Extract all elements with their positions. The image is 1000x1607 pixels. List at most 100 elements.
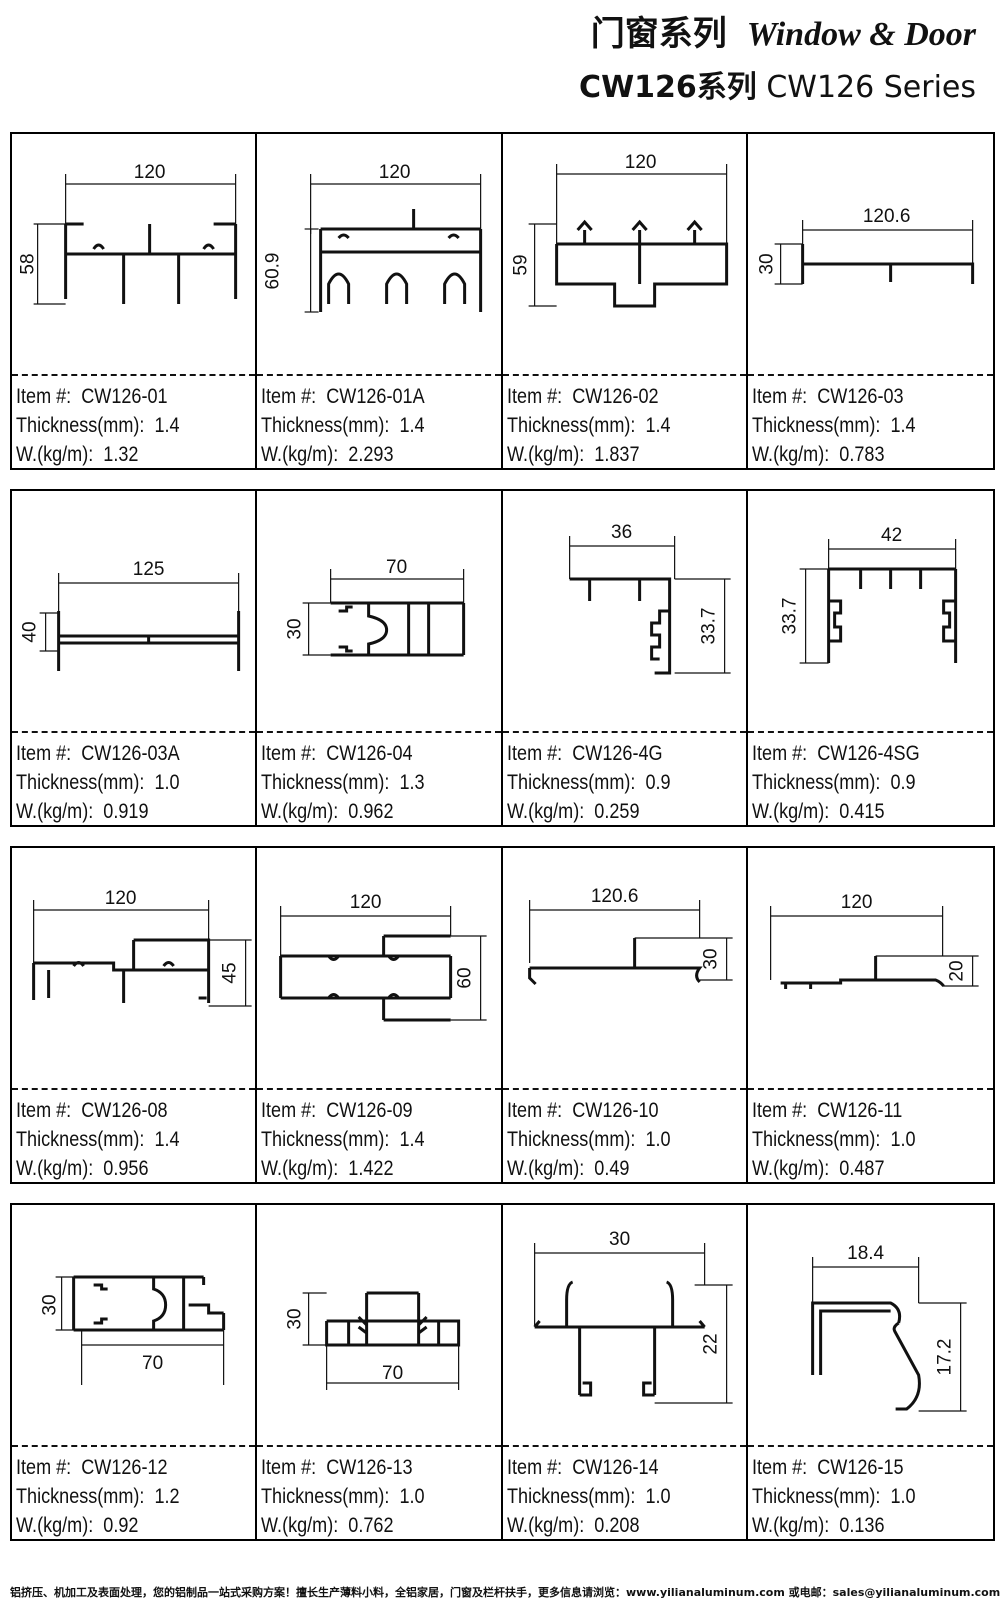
thickness-label: Thickness(mm): [506,1128,635,1151]
thickness-label: Thickness(mm): [261,1485,390,1508]
profile-card: 120 60 Item #: CW126-09 Thickness(mm): 1… [257,848,503,1183]
item-id: CW126-03 [817,385,904,408]
title-en: Window & Door [746,16,976,53]
dim-width: 70 [382,1363,403,1384]
thickness-value: 1.4 [154,414,180,437]
profile-card: 70 30 Item #: CW126-13 Thickness(mm): 1.… [257,1205,503,1539]
item-label: Item #: [16,1099,72,1122]
profile-info: Item #: CW126-03 Thickness(mm): 1.4 W.(k… [752,382,956,469]
profile-drawing: 120 59 [503,134,746,374]
dim-height: 33.7 [779,598,800,635]
weight-label: W.(kg/m): [261,1514,339,1537]
item-label: Item #: [506,385,562,408]
profile-row-4: 70 30 Item #: CW126-12 Thickness(mm): 1.… [10,1203,995,1541]
thickness-value: 1.0 [890,1485,916,1508]
profile-drawing: 120 20 [748,848,993,1088]
item-id: CW126-08 [81,1099,168,1122]
weight-value: 0.919 [103,800,149,823]
thickness-label: Thickness(mm): [506,414,635,437]
weight-value: 1.32 [103,443,139,466]
weight-value: 0.415 [839,800,885,823]
dim-width: 30 [609,1229,630,1250]
profile-row-3: 120 45 Item #: CW126-08 Thickness(mm): 1… [10,846,995,1184]
item-label: Item #: [751,1456,807,1479]
profile-drawing: 70 30 [12,1205,255,1445]
profile-drawing: 120 45 [12,848,255,1088]
weight-label: W.(kg/m): [751,1157,830,1180]
profile-info: Item #: CW126-10 Thickness(mm): 1.0 W.(k… [507,1096,709,1183]
thickness-label: Thickness(mm): [16,1128,145,1151]
item-label: Item #: [16,1456,72,1479]
profile-drawing: 120.6 30 [748,134,993,374]
item-label: Item #: [506,1099,562,1122]
thickness-value: 1.4 [154,1128,180,1151]
dim-width: 70 [386,557,407,578]
item-id: CW126-04 [326,742,413,765]
profile-card: 120 45 Item #: CW126-08 Thickness(mm): 1… [12,848,258,1183]
profile-drawing: 18.4 17.2 [748,1205,993,1445]
item-id: CW126-01A [326,385,425,408]
dim-height: 30 [700,948,721,969]
dim-height: 33.7 [698,608,719,645]
item-label: Item #: [261,1456,317,1479]
profile-card: 120 60.9 Item #: CW126-01A Thickness(mm)… [257,134,503,469]
weight-value: 0.208 [593,1514,639,1537]
profile-info: Item #: CW126-01 Thickness(mm): 1.4 W.(k… [16,382,218,469]
thickness-value: 1.0 [644,1485,671,1508]
profile-info: Item #: CW126-01A Thickness(mm): 1.4 W.(… [261,382,463,469]
thickness-label: Thickness(mm): [751,414,881,437]
dim-height: 45 [220,962,241,983]
series-title: CW126系列 CW126 Series [579,62,976,105]
thickness-value: 0.9 [644,771,671,794]
dim-height: 30 [756,253,777,274]
weight-label: W.(kg/m): [261,1157,339,1180]
profile-card: 70 30 Item #: CW126-12 Thickness(mm): 1.… [12,1205,258,1539]
item-id: CW126-02 [571,385,659,408]
weight-label: W.(kg/m): [16,443,94,466]
thickness-value: 1.4 [890,414,916,437]
dim-width: 120 [841,892,873,913]
dim-height: 60 [455,967,476,988]
thickness-value: 1.4 [644,414,671,437]
dim-height: 60.9 [263,253,284,290]
weight-value: 0.136 [839,1514,885,1537]
dim-height: 20 [946,960,967,981]
item-label: Item #: [751,742,807,765]
item-label: Item #: [16,385,72,408]
profile-info: Item #: CW126-08 Thickness(mm): 1.4 W.(k… [16,1096,218,1183]
dim-width: 125 [133,559,165,580]
weight-label: W.(kg/m): [751,800,830,823]
dim-width: 70 [142,1353,163,1374]
dim-width: 120 [134,162,166,183]
thickness-value: 0.9 [890,771,916,794]
profile-info: Item #: CW126-09 Thickness(mm): 1.4 W.(k… [261,1096,463,1183]
profile-drawing: 120 60 [257,848,500,1088]
item-label: Item #: [751,1099,807,1122]
profile-drawing: 120 60.9 [257,134,500,374]
weight-label: W.(kg/m): [751,443,830,466]
weight-label: W.(kg/m): [506,443,584,466]
weight-label: W.(kg/m): [506,800,584,823]
item-id: CW126-4G [571,742,663,765]
thickness-label: Thickness(mm): [506,771,635,794]
weight-value: 0.49 [593,1157,629,1180]
profile-drawing: 120.6 30 [503,848,746,1088]
dim-width: 42 [881,525,902,546]
item-label: Item #: [751,385,807,408]
dim-width: 120 [624,152,656,173]
item-id: CW126-15 [817,1456,904,1479]
weight-value: 2.293 [348,443,394,466]
item-id: CW126-12 [81,1456,168,1479]
dim-width: 120 [105,888,137,909]
item-label: Item #: [261,742,317,765]
profile-info: Item #: CW126-14 Thickness(mm): 1.0 W.(k… [507,1453,709,1540]
profile-card: 18.4 17.2 Item #: CW126-15 Thickness(mm)… [747,1205,993,1540]
profile-drawing: 42 33.7 [748,491,993,731]
thickness-label: Thickness(mm): [16,1485,145,1508]
profile-row-1: 120 58 Item #: CW126-01 Thickness(mm): 1… [10,132,995,470]
profile-card: 120.6 30 Item #: CW126-03 Thickness(mm):… [747,134,993,469]
profile-info: Item #: CW126-15 Thickness(mm): 1.0 W.(k… [752,1453,956,1540]
weight-value: 0.962 [348,800,394,823]
profile-drawing: 30 22 [503,1205,746,1445]
